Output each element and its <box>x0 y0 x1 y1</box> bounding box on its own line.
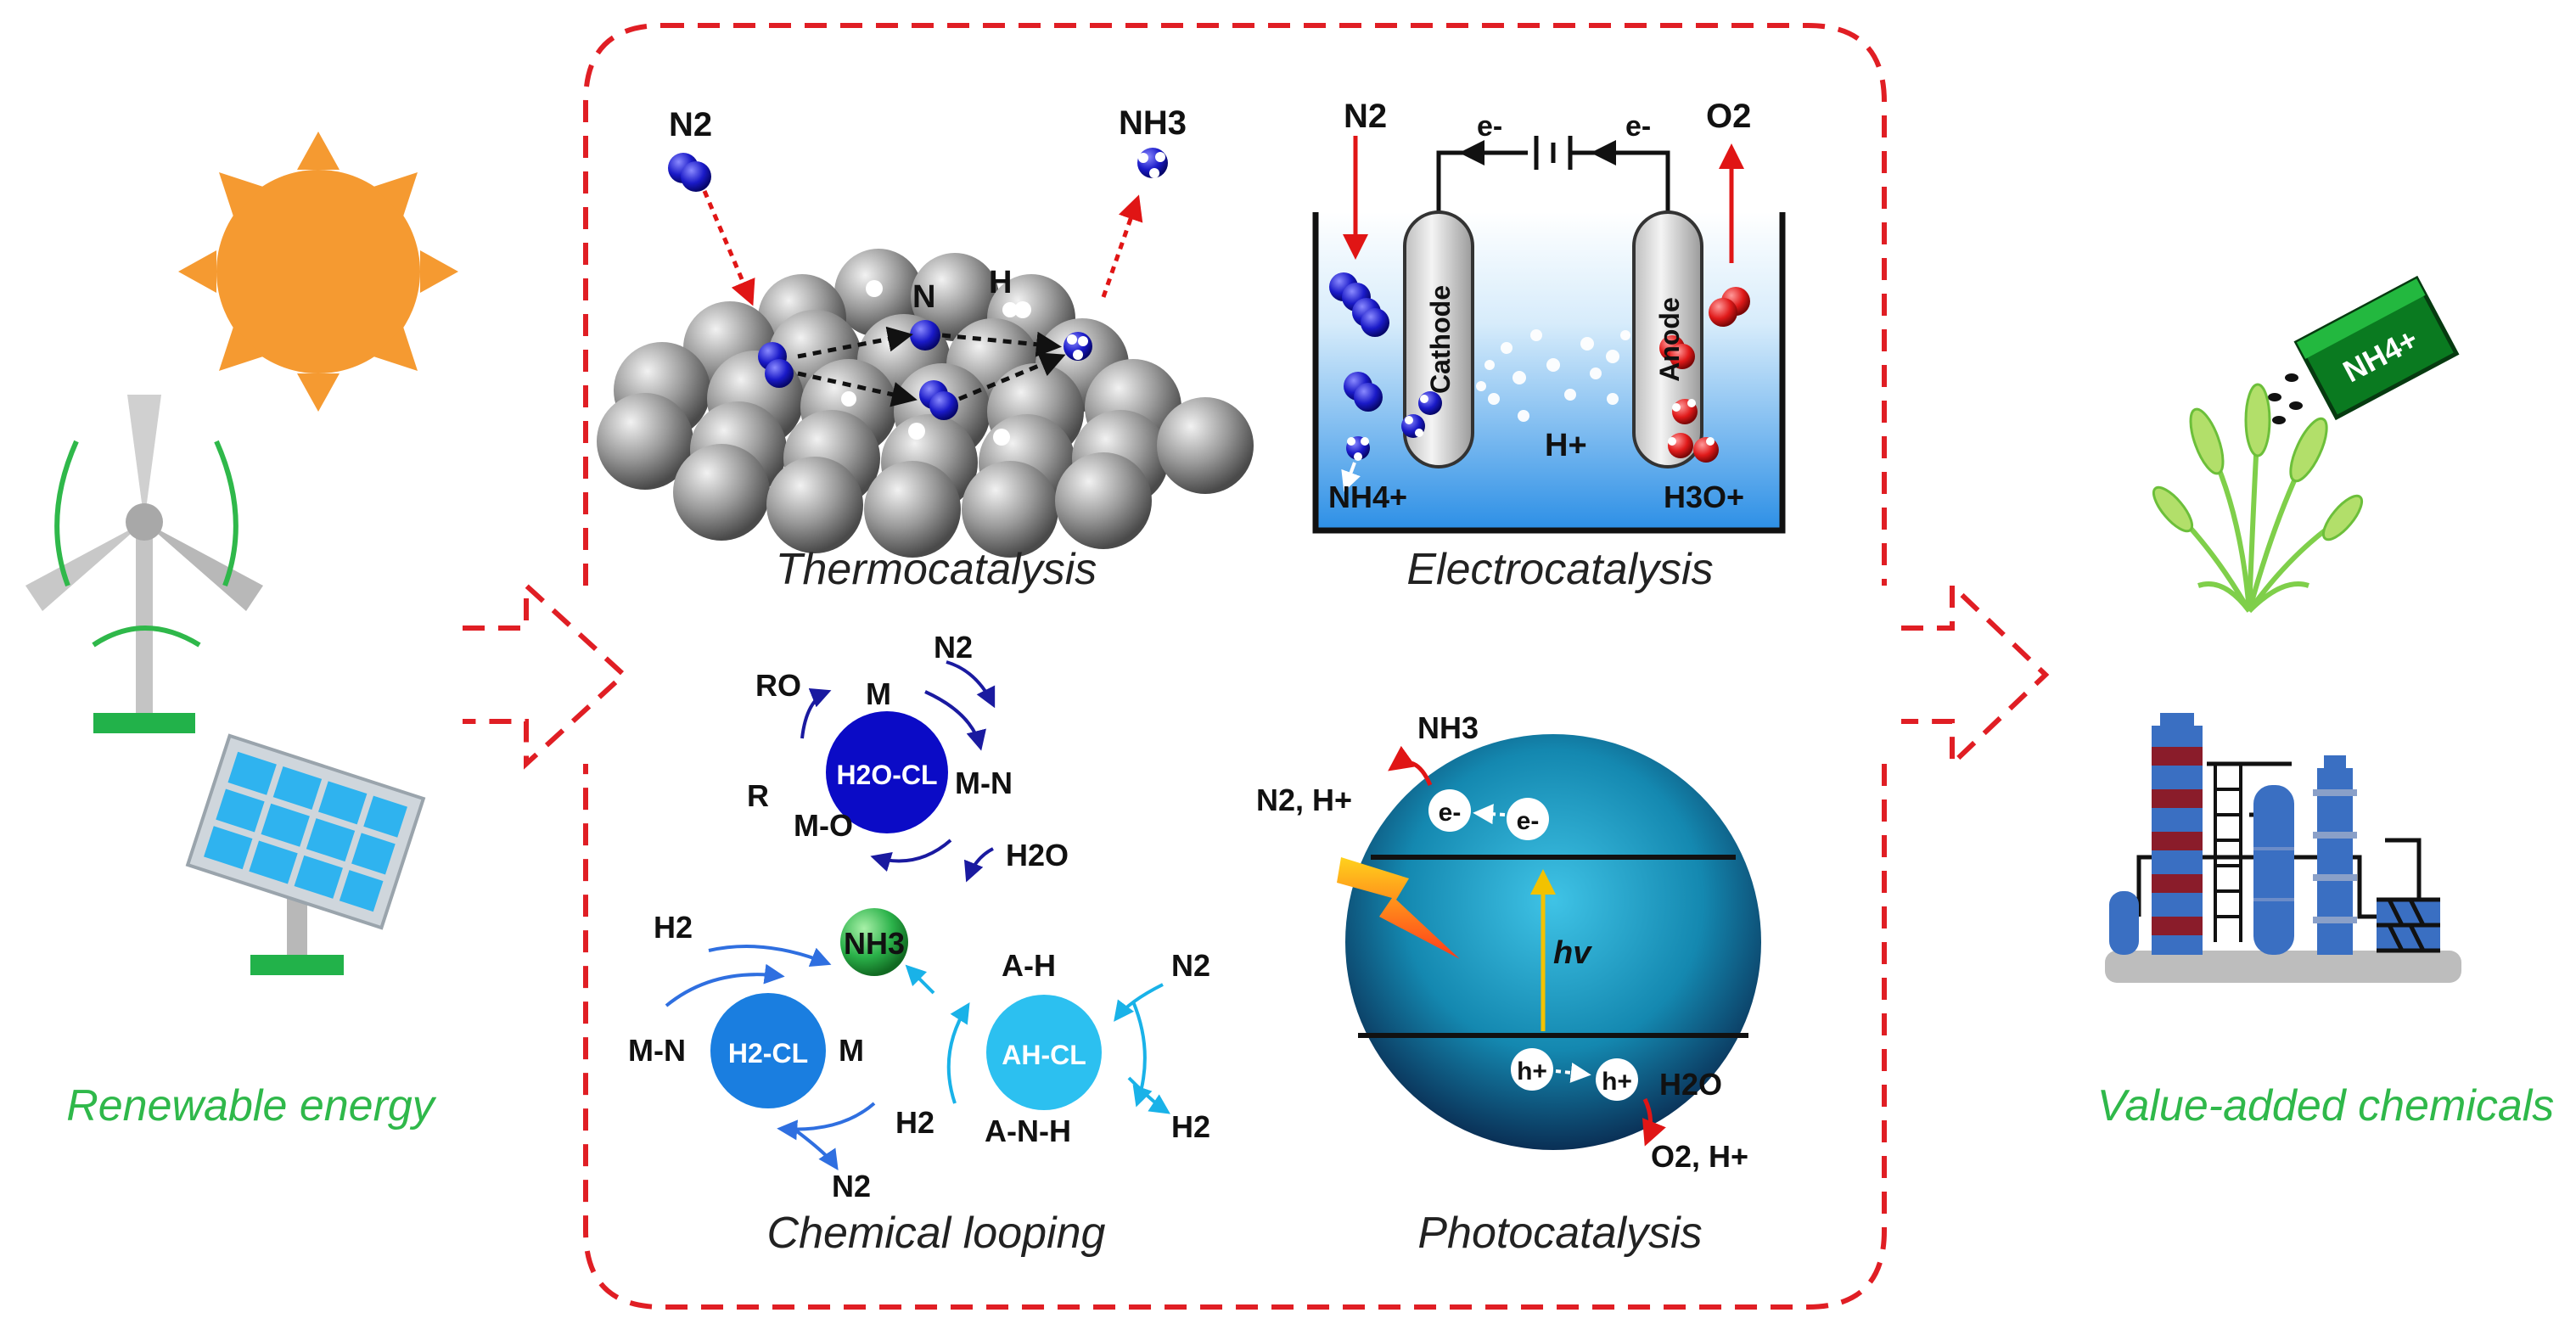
electrocatalysis-caption: Electrocatalysis <box>1406 545 1713 594</box>
looping-h2-left-label: H2 <box>654 910 693 945</box>
wind-turbine-icon <box>25 395 263 733</box>
electro-h3o-label: H3O+ <box>1664 480 1744 514</box>
value-added-chemicals-caption: Value-added chemicals <box>2097 1081 2555 1130</box>
wheat-plant-icon <box>2152 383 2364 614</box>
sun-icon <box>178 132 458 412</box>
h2-cl-label: H2-CL <box>728 1038 808 1069</box>
chemical-looping-caption: Chemical looping <box>767 1209 1106 1258</box>
fertilizer-bag-icon: NH4+ <box>2268 275 2460 424</box>
looping-n2-top-label: N2 <box>934 630 973 665</box>
photo-hole-2: h+ <box>1602 1068 1632 1096</box>
photo-electron-2: e- <box>1517 807 1540 835</box>
renewable-energy-caption: Renewable energy <box>66 1081 437 1130</box>
thermo-h-label: H <box>989 265 1012 300</box>
looping-ro-label: RO <box>755 668 801 703</box>
ah-cl-label: AH-CL <box>1002 1040 1086 1070</box>
thermo-n2-label: N2 <box>669 106 712 143</box>
electro-n2-label: N2 <box>1344 98 1387 135</box>
electro-nh4-label: NH4+ <box>1328 480 1407 514</box>
solar-panel-icon <box>185 733 426 975</box>
looping-n2-right-label: N2 <box>1171 948 1210 983</box>
dashed-frame <box>583 23 1887 1310</box>
looping-ah-label: A-H <box>1002 948 1056 983</box>
looping-nh3-label: NH3 <box>844 926 905 961</box>
thermocatalysis-caption: Thermocatalysis <box>776 545 1097 594</box>
photocatalysis-sphere <box>1337 734 1761 1150</box>
looping-mn-top-label: M-N <box>955 766 1013 800</box>
photo-n2-h-label: N2, H+ <box>1256 783 1352 817</box>
thermo-n-label: N <box>912 279 935 315</box>
electro-electron-left: e- <box>1477 110 1502 143</box>
photo-o2-h-label: O2, H+ <box>1651 1139 1748 1174</box>
photo-electron-1: e- <box>1439 799 1462 827</box>
electrocatalysis-cell <box>1312 136 1786 534</box>
chemical-looping-cycles <box>665 660 1170 1170</box>
electro-electron-right: e- <box>1625 110 1651 143</box>
photo-hv-label: hv <box>1553 935 1592 971</box>
looping-mn-left-label: M-N <box>628 1033 686 1068</box>
input-arrow <box>463 580 628 770</box>
lightning-bolt-icon <box>1337 857 1460 959</box>
nh3-molecule-icon <box>1137 148 1168 178</box>
looping-n2-bottom-label: N2 <box>832 1169 871 1203</box>
photocatalysis-caption: Photocatalysis <box>1417 1209 1702 1258</box>
looping-r-label: R <box>747 778 769 813</box>
looping-h2-bottom-right-label: H2 <box>1171 1109 1210 1144</box>
photo-hole-1: h+ <box>1517 1058 1547 1086</box>
electro-hplus-label: H+ <box>1545 428 1587 463</box>
h2o-cl-label: H2O-CL <box>836 760 937 790</box>
looping-m-left-label: M <box>839 1033 864 1068</box>
thermo-nh3-label: NH3 <box>1119 104 1187 142</box>
output-arrow <box>1901 579 2050 771</box>
photo-nh3-label: NH3 <box>1417 710 1479 745</box>
thermocatalysis-surface <box>597 148 1254 558</box>
electro-o2-label: O2 <box>1706 98 1751 135</box>
photo-h2o-label: H2O <box>1659 1067 1722 1102</box>
anode-label: Anode <box>1654 297 1685 382</box>
looping-h2-bottom-left-label: H2 <box>895 1105 934 1140</box>
chemical-plant-icon <box>2105 713 2461 983</box>
n2-molecule-icon <box>668 153 711 192</box>
cathode-label: Cathode <box>1425 285 1456 394</box>
looping-mo-label: M-O <box>794 808 853 843</box>
looping-m-top-label: M <box>866 676 891 711</box>
looping-h2o-label: H2O <box>1006 838 1069 872</box>
looping-anh-label: A-N-H <box>985 1114 1071 1148</box>
